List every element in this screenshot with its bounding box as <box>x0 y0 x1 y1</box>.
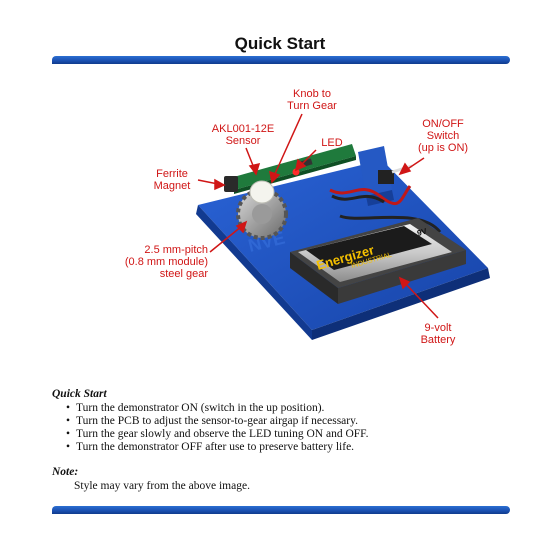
instructions-section: Quick Start Turn the demonstrator ON (sw… <box>52 388 512 492</box>
note-heading: Note: <box>52 466 79 478</box>
callout-knob: Knob to Turn Gear <box>282 88 342 112</box>
knob-shape <box>249 180 275 204</box>
callout-gear: 2.5 mm-pitch (0.8 mm module) steel gear <box>104 244 208 280</box>
callout-switch-line-1: ON/OFF <box>422 118 464 130</box>
bottom-divider <box>52 506 510 514</box>
callout-battery: 9-volt Battery <box>410 322 466 346</box>
callout-magnet: Ferrite Magnet <box>146 168 198 192</box>
ferrite-magnet-shape <box>224 176 238 192</box>
callout-gear-line-2: (0.8 mm module) <box>124 256 208 268</box>
callout-switch-line-2: Switch <box>426 130 460 142</box>
callout-led-line-1: LED <box>321 137 343 149</box>
page-title: Quick Start <box>234 34 326 53</box>
callout-battery-line-1: 9-volt <box>424 322 452 334</box>
callout-switch-line-3: (up is ON) <box>417 142 469 154</box>
note-text: Style may vary from the above image. <box>74 480 250 492</box>
step-2: Turn the PCB to adjust the sensor-to-gea… <box>66 415 512 428</box>
callout-magnet-line-2: Magnet <box>153 180 191 192</box>
step-4: Turn the demonstrator OFF after use to p… <box>66 441 512 454</box>
step-3: Turn the gear slowly and observe the LED… <box>66 428 512 441</box>
callout-magnet-line-1: Ferrite <box>156 168 188 180</box>
callout-led: LED <box>314 137 350 149</box>
step-1: Turn the demonstrator ON (switch in the … <box>66 402 512 415</box>
quick-start-heading: Quick Start <box>52 388 107 400</box>
callout-switch: ON/OFF Switch (up is ON) <box>408 118 478 154</box>
callout-sensor-line-2: Sensor <box>225 135 261 147</box>
quick-start-steps: Turn the demonstrator ON (switch in the … <box>52 402 512 454</box>
callout-knob-line-1: Knob to <box>293 88 331 100</box>
callout-sensor: AKL001-12E Sensor <box>204 123 282 147</box>
battery-shape <box>290 218 466 304</box>
battery-voltage-text: 9V <box>416 226 429 238</box>
top-divider <box>52 56 510 64</box>
callout-arrows <box>197 113 439 319</box>
callout-knob-line-2: Turn Gear <box>287 100 337 112</box>
callout-battery-line-2: Battery <box>420 334 456 346</box>
callout-sensor-line-1: AKL001-12E <box>211 123 275 135</box>
callout-gear-line-3: steel gear <box>159 268 208 280</box>
callout-gear-line-1: 2.5 mm-pitch <box>144 244 208 256</box>
